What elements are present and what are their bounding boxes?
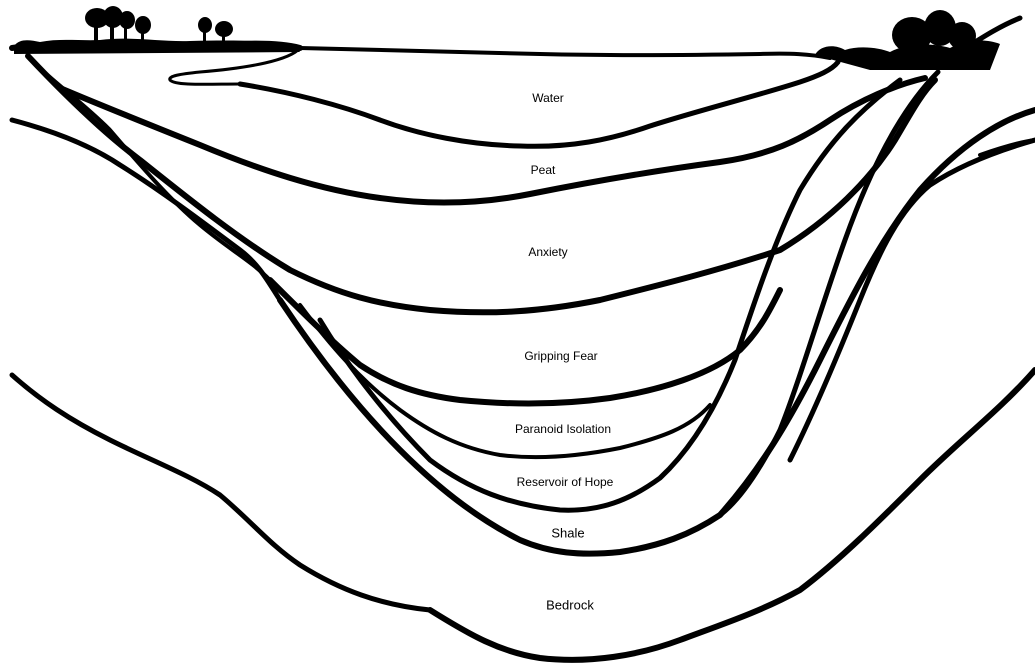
tree-icon: [85, 8, 109, 48]
label-shale: Shale: [551, 525, 584, 540]
water-surface-line: [298, 46, 832, 60]
reservoir-of-hope-bottom-line: [317, 77, 903, 513]
gripping-fear-bottom-line: [267, 277, 783, 407]
bedrock-bottom-line: [427, 367, 1035, 663]
peat-bottom-line: [57, 75, 928, 206]
label-gripping-fear: Gripping Fear: [524, 349, 597, 363]
right-bush-mound: [815, 40, 1000, 70]
right-trees: [892, 10, 976, 53]
inner-wall-right-1: [717, 69, 941, 518]
label-water: Water: [532, 91, 564, 105]
anxiety-bottom-line: [25, 53, 938, 316]
right-shoreline: [815, 15, 1023, 70]
tree-icon: [135, 16, 151, 48]
outer-wall-right-1: [787, 137, 1035, 463]
right-bank-line: [942, 15, 1023, 63]
tree-icon: [948, 22, 976, 50]
tree-icon: [924, 10, 956, 46]
left-grass-mound: [14, 38, 300, 54]
tree-icon: [215, 21, 233, 47]
label-peat: Peat: [531, 163, 556, 177]
tree-icon: [119, 11, 135, 48]
label-paranoid-isolation: Paranoid Isolation: [515, 422, 611, 436]
bedrock-top-line-left: [9, 372, 433, 613]
tree-icon: [198, 17, 212, 46]
label-bedrock: Bedrock: [546, 597, 594, 612]
outer-wall-right-2: [978, 138, 1035, 157]
water-bottom-line: [237, 59, 841, 149]
label-reservoir-of-hope: Reservoir of Hope: [517, 475, 614, 489]
shale-bottom-line: [277, 107, 1035, 557]
water-inlet-outline: [168, 46, 302, 86]
tree-icon: [892, 17, 932, 53]
tree-icon: [103, 6, 123, 49]
label-anxiety: Anxiety: [528, 245, 567, 259]
left-shoreline: [9, 38, 303, 54]
left-trees: [85, 6, 233, 49]
outer-wall-left-1: [9, 117, 283, 303]
